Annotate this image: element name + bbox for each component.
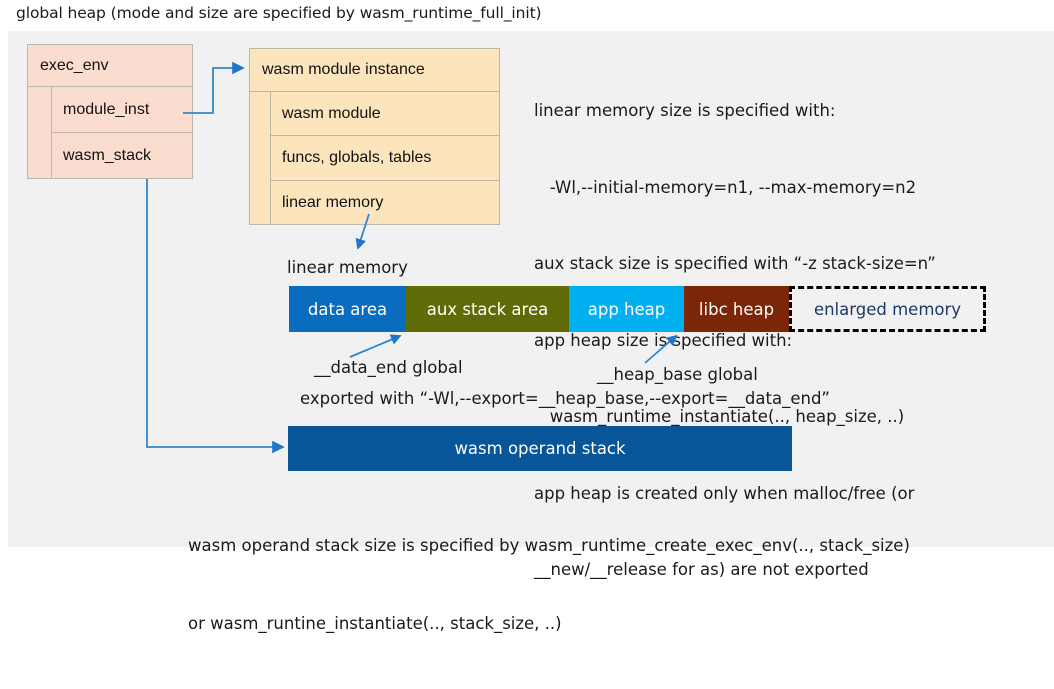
- page-title: global heap (mode and size are specified…: [16, 4, 542, 22]
- exec-env-body: module_inst wasm_stack: [28, 87, 192, 179]
- wasm-operand-stack-label: wasm operand stack: [454, 439, 626, 458]
- memory-segment-app-heap: app heap: [569, 286, 684, 332]
- info-line-5: app heap is created only when malloc/fre…: [534, 483, 915, 503]
- wmi-row-funcs-globals-tables: funcs, globals, tables: [271, 136, 499, 181]
- info-line-2: aux stack size is specified with “-z sta…: [534, 254, 936, 273]
- wasm-module-instance-gutter: [250, 92, 271, 225]
- operand-stack-notes: wasm operand stack size is specified by …: [188, 481, 910, 689]
- memory-segment-libc-heap: libc heap: [684, 286, 789, 332]
- info-line-4: wasm_runtime_instantiate(.., heap_size, …: [534, 407, 905, 426]
- wasm-operand-stack-bar: wasm operand stack: [288, 426, 792, 471]
- memory-segment-enlarged-memory: enlarged memory: [789, 286, 986, 332]
- exec-env-rows: module_inst wasm_stack: [52, 87, 192, 179]
- linear-memory-label: linear memory: [287, 258, 408, 277]
- memory-segment-data-area: data area: [289, 286, 406, 332]
- wmi-row-linear-memory: linear memory: [282, 193, 384, 211]
- info-line-1: -Wl,--initial-memory=n1, --max-memory=n2: [534, 177, 917, 197]
- exec-env-gutter: [28, 87, 52, 179]
- info-line-0: linear memory size is specified with:: [534, 101, 836, 120]
- diagram-canvas: global heap (mode and size are specified…: [8, 4, 1054, 633]
- wasm-module-instance-header: wasm module instance: [250, 49, 499, 92]
- info-line-3: app heap size is specified with:: [534, 330, 793, 350]
- exec-env-box: exec_env module_inst wasm_stack: [27, 44, 193, 179]
- bottom-note-line-0: wasm operand stack size is specified by …: [188, 536, 910, 555]
- annotation-exported-with: exported with “-Wl,--export=__heap_base,…: [300, 389, 830, 408]
- bottom-note-line-1: or wasm_runtine_instantiate(.., stack_si…: [188, 614, 562, 633]
- memory-segment-aux-stack-area: aux stack area: [406, 286, 569, 332]
- wmi-row-wasm-module: wasm module: [271, 92, 499, 137]
- annotation-data-end: __data_end global: [314, 358, 463, 377]
- memory-config-notes: linear memory size is specified with: -W…: [534, 47, 936, 634]
- exec-env-header: exec_env: [28, 45, 192, 87]
- wasm-module-instance-rows: wasm module funcs, globals, tables linea…: [271, 92, 499, 225]
- wasm-module-instance-body: wasm module funcs, globals, tables linea…: [250, 92, 499, 225]
- exec-env-row-module-inst: module_inst: [52, 87, 192, 133]
- exec-env-row-wasm-stack: wasm_stack: [63, 147, 152, 164]
- annotation-heap-base: __heap_base global: [597, 365, 758, 384]
- wasm-module-instance-box: wasm module instance wasm module funcs, …: [249, 48, 500, 225]
